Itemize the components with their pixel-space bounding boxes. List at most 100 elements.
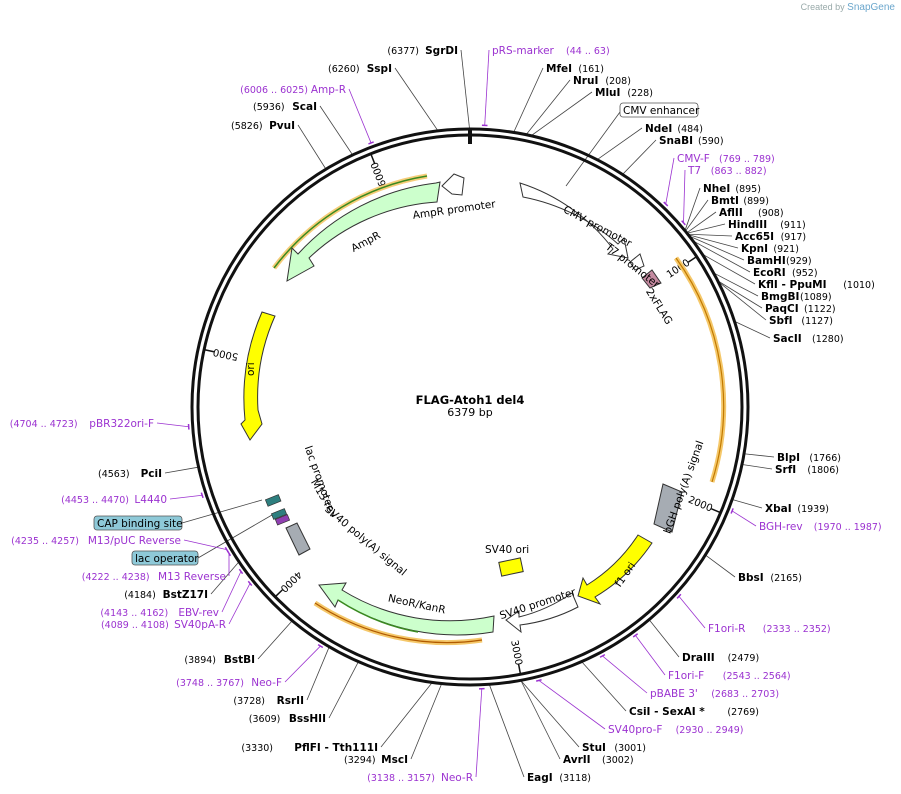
cmv-enhancer-leader <box>565 111 621 187</box>
enzyme-position: (911) <box>780 220 806 231</box>
primer-name: M13/pUC Reverse <box>88 535 181 547</box>
enzyme-name: SbfI <box>769 315 793 327</box>
enzyme-position: (3118) <box>559 773 591 784</box>
primer-mark <box>368 141 374 145</box>
snapgene-credit: Created by SnapGene <box>801 2 895 13</box>
cmv-enhancer-box <box>619 102 699 118</box>
enzyme-name: EagI <box>527 772 553 784</box>
primer-leader <box>228 583 251 625</box>
label-ori: ori <box>245 362 257 376</box>
tick-mark <box>274 589 283 598</box>
primer-mark <box>317 643 324 649</box>
primer-range: (4704 .. 4723) <box>10 419 78 430</box>
m13rev-feature <box>274 514 291 526</box>
primer-name: Neo-R <box>441 772 473 784</box>
enzyme-name: BamHI <box>747 255 786 267</box>
label-cmv-promoter: CMV promoter <box>561 204 634 250</box>
sv40-promoter-feature <box>505 592 579 634</box>
enzyme-name: NheI <box>703 183 730 195</box>
enzyme-position: (908) <box>758 208 784 219</box>
enzyme-position: (6377) <box>387 46 419 57</box>
primer-mark <box>535 679 542 682</box>
primer-range: (4089 .. 4108) <box>101 620 169 631</box>
cmv-promoter-feature <box>519 182 629 259</box>
credit-prefix: Created by <box>800 2 845 12</box>
enzyme-position: (228) <box>627 88 653 99</box>
primer-mark <box>676 593 682 599</box>
enzyme-position: (3294) <box>344 755 376 766</box>
leader-line <box>719 281 763 309</box>
primer-name: T7 <box>687 165 701 177</box>
neor-line <box>337 599 419 633</box>
primer-leader <box>484 49 490 126</box>
enzyme-position: (3002) <box>602 755 634 766</box>
leader-line <box>521 680 580 748</box>
enzyme-name: PvuI <box>269 120 295 132</box>
enzyme-position: (4563) <box>98 469 130 480</box>
lac-operator-leader <box>197 514 273 559</box>
primer-range: (44 .. 63) <box>566 46 610 57</box>
primer-range: (2683 .. 2703) <box>711 689 779 700</box>
primer-mark <box>599 653 606 658</box>
ampr-promoter-feature <box>441 173 465 196</box>
primer-name: Amp-R <box>311 84 346 96</box>
leader-line <box>531 91 593 136</box>
leader-line <box>257 621 292 660</box>
enzyme-position: (895) <box>735 184 761 195</box>
f1-ori-feature <box>577 534 653 606</box>
enzyme-name: PaqCI <box>765 303 799 315</box>
primer-name: Neo-F <box>251 677 282 689</box>
enzyme-position: (4184) <box>124 590 156 601</box>
enzyme-name: PflFI - Tth111I <box>294 742 378 754</box>
enzyme-position: (590) <box>698 136 724 147</box>
label-ampr: AmpR <box>349 229 382 254</box>
enzyme-position: (1806) <box>807 465 839 476</box>
leader-line <box>705 555 736 578</box>
plasmid-length: 6379 bp <box>447 406 492 419</box>
cap-binding-site-box <box>93 515 183 531</box>
enzyme-name: SacII <box>773 333 802 345</box>
enzyme-name: MfeI <box>546 63 572 75</box>
primer-mark <box>663 201 669 207</box>
enzyme-name: StuI <box>582 742 606 754</box>
flag-feature <box>641 269 662 289</box>
snapgene-logo: SnapGene <box>847 2 895 13</box>
leader-line <box>410 684 442 760</box>
primer-leader <box>665 157 675 205</box>
leader-line <box>687 223 726 234</box>
leader-line <box>733 499 763 509</box>
primer-mark <box>247 580 253 587</box>
origin-marker <box>468 128 472 144</box>
ampr-highlight-line <box>273 175 428 269</box>
enzyme-name: SnaBI <box>659 135 693 147</box>
enzyme-name: BmtI <box>711 195 739 207</box>
enzyme-position: (161) <box>578 64 604 75</box>
enzyme-name: PciI <box>141 468 162 480</box>
lac-operator-box <box>131 550 199 566</box>
primer-range: (863 .. 882) <box>711 166 767 177</box>
label-neor-kanr: NeoR/KanR <box>387 592 447 616</box>
label-t7-promoter: T7 promoter <box>602 240 662 291</box>
enzyme-position: (2479) <box>728 653 760 664</box>
enzyme-position: (3330) <box>241 743 273 754</box>
leader-line <box>703 254 756 285</box>
primer-name: SV40pro-F <box>608 724 662 736</box>
primer-range: (3748 .. 3767) <box>176 678 244 689</box>
sv40-polya-feature <box>285 522 311 556</box>
enzyme-name: NruI <box>573 75 598 87</box>
tick-label: 5000 <box>212 346 239 362</box>
leader-line <box>297 124 326 169</box>
primer-range: (2930 .. 2949) <box>676 725 744 736</box>
primer-name: L4440 <box>134 494 167 506</box>
t7-promoter-feature <box>629 253 645 271</box>
primer-leader <box>348 88 372 144</box>
enzyme-position: (2165) <box>770 573 802 584</box>
enzyme-position: (5936) <box>253 102 285 113</box>
primer-name: F1ori-F <box>668 670 704 682</box>
enzyme-position: (1939) <box>797 504 829 515</box>
primer-name: F1ori-R <box>708 623 745 635</box>
enzyme-name: HindIII <box>728 219 767 231</box>
primer-range: (4453 .. 4470) <box>61 495 129 506</box>
primer-name: SV40pA-R <box>174 619 226 631</box>
